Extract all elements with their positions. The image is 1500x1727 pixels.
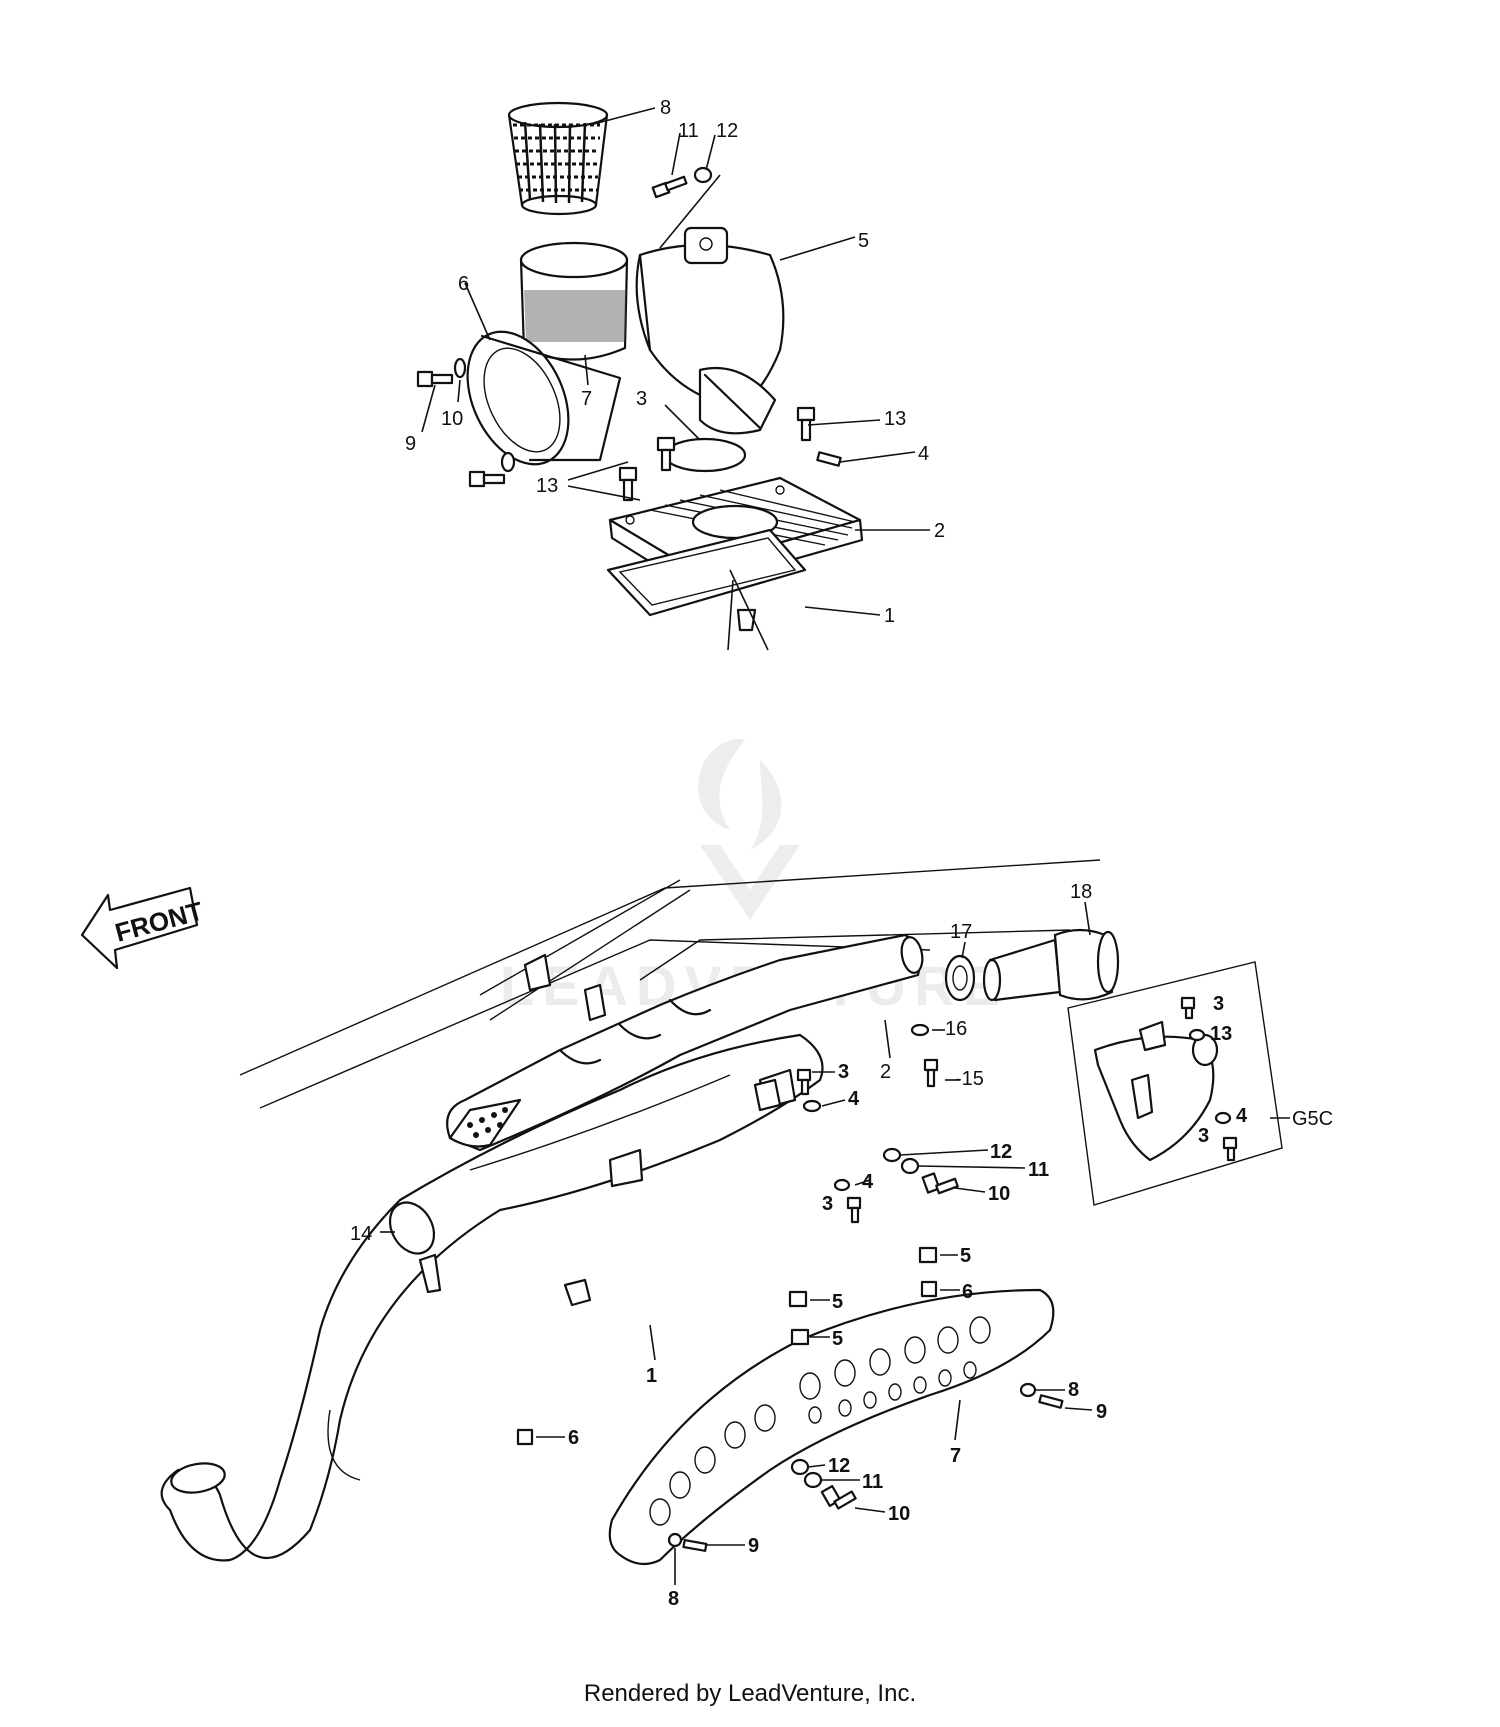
end-tip-18 [982,928,1120,1002]
callout-7: 7 [950,1445,961,1467]
callout-8: 8 [660,97,671,119]
callout-13-right: 13 [884,408,906,430]
bottom-callouts: 18 17 16 2 -15 3 4 12 11 10 4 3 14 1 G5C… [350,881,1333,1610]
callout-5: 5 [858,230,869,252]
callout-6-a: 6 [962,1281,973,1303]
gsc-callout-13: 13 [1210,1023,1232,1045]
top-callouts: 8 11 12 5 6 7 9 10 3 13 4 13 2 1 [405,97,945,627]
callout-18: 18 [1070,881,1092,903]
callout-2: 2 [880,1061,891,1083]
callout-1: 1 [884,605,895,627]
callout-3: 3 [636,388,647,410]
callout-16: 16 [945,1018,967,1040]
top-assembly [416,101,864,651]
gasket-14 [388,1201,436,1255]
bolts-13 [618,406,816,502]
callout-11: 11 [678,120,699,142]
callout-7: 7 [581,388,592,410]
callout-14: 14 [350,1223,372,1245]
callout-8-b: 8 [668,1588,679,1610]
callout-6-b: 6 [568,1427,579,1449]
bolt-15 [923,1058,939,1088]
callout-5-b: 5 [832,1291,843,1313]
footer-credit: Rendered by LeadVenture, Inc. [583,1680,917,1707]
screw-4 [816,451,842,467]
callout-10: 10 [988,1183,1010,1205]
callout-10: 10 [441,408,463,430]
callout-5-a: 5 [960,1245,971,1267]
g5c-inset [1067,961,1290,1206]
callout-12-b: 12 [828,1455,850,1477]
callout-2: 2 [934,520,945,542]
base-gasket [606,528,807,651]
callout-12: 12 [990,1141,1012,1163]
gsc-callout-3-top: 3 [1213,993,1224,1015]
gasket-3 [663,437,747,473]
front-arrow: FRONT [80,886,206,970]
callout-12: 12 [716,120,738,142]
gsc-callout-3-bottom: 3 [1198,1125,1209,1147]
callout-13-left: 13 [536,475,558,497]
callout-4-top: 4 [848,1088,860,1110]
callout-5-c: 5 [832,1328,843,1350]
callout-6: 6 [458,273,469,295]
callout-9-b: 9 [748,1535,759,1557]
silencer-tube [446,933,924,1152]
callout-15: -15 [955,1068,984,1090]
clips-and-nuts [516,1246,1064,1552]
frame-clamps [523,953,782,1112]
callout-4: 4 [918,443,929,465]
gasket-17 [944,954,976,1002]
callout-9-a: 9 [1096,1401,1107,1423]
callout-11: 11 [1028,1159,1049,1181]
bolts-9 [416,357,516,488]
intake-tube [519,241,629,361]
gsc-callout-4: 4 [1236,1105,1248,1127]
callout-10-b: 10 [888,1503,910,1525]
mount-hardware [796,1068,959,1224]
gsc-label: G5C [1292,1108,1333,1130]
frame-lines [239,859,1101,1109]
flange-plate [466,330,622,466]
callout-1: 1 [646,1365,657,1387]
elbow-housing [635,226,785,435]
callout-9: 9 [405,433,416,455]
callout-3-top: 3 [838,1061,849,1083]
callout-11-b: 11 [862,1471,883,1493]
filter-element [507,101,609,216]
top-leaders [421,107,930,616]
washer-16 [910,1023,930,1037]
washer-12 [693,166,713,184]
callout-8-a: 8 [1068,1379,1079,1401]
heat-guard [608,1288,1055,1566]
bolt-11 [651,175,688,199]
bottom-leaders [380,901,1093,1585]
callout-17: 17 [950,921,972,943]
callout-4-lower: 4 [862,1171,874,1193]
callout-3-lower: 3 [822,1193,833,1215]
